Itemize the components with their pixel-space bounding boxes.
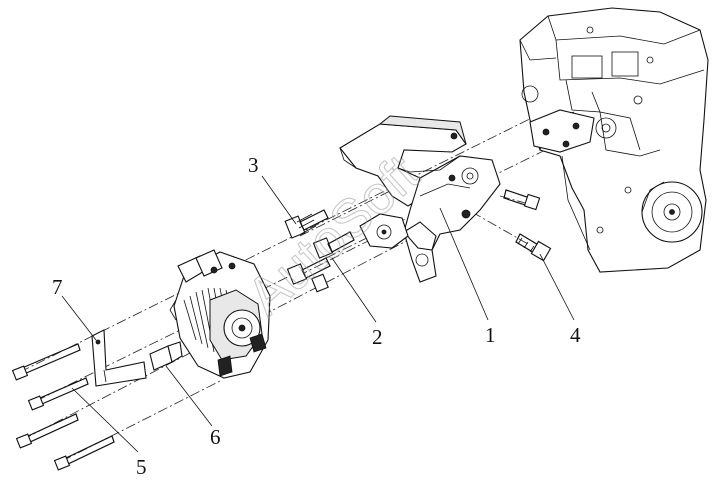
support-bracket-7 xyxy=(91,329,147,387)
alternator xyxy=(169,249,271,379)
long-bolt-5a xyxy=(11,343,81,381)
leader-line-4 xyxy=(539,253,575,321)
leader-line-5 xyxy=(71,387,139,453)
bolt-2a xyxy=(312,231,355,259)
callout-4: 4 xyxy=(570,323,581,347)
callout-1: 1 xyxy=(485,323,496,347)
callout-6: 6 xyxy=(210,425,221,449)
leader-lines xyxy=(61,175,575,453)
callout-3: 3 xyxy=(248,153,259,177)
leader-line-7 xyxy=(61,295,97,341)
callout-2: 2 xyxy=(372,325,383,349)
long-bolt-5c xyxy=(15,413,79,449)
alternator-mounting-bracket xyxy=(339,115,501,283)
long-bolt-5b xyxy=(27,377,89,411)
bolt-4 xyxy=(515,233,552,262)
leader-line-1 xyxy=(439,207,489,321)
leader-line-3 xyxy=(261,175,297,225)
callout-labels: 1 2 3 4 5 6 7 xyxy=(52,153,581,479)
bolt-3 xyxy=(284,209,329,239)
long-bolt-5d xyxy=(53,435,115,471)
engine-block xyxy=(519,7,709,273)
callout-7: 7 xyxy=(52,275,63,299)
spacer-plate-6 xyxy=(149,341,183,371)
callout-5: 5 xyxy=(136,455,147,479)
bolt-2b xyxy=(286,257,331,293)
leader-line-6 xyxy=(165,365,213,427)
bolt-upper-right xyxy=(503,189,541,211)
leader-line-2 xyxy=(331,257,377,323)
